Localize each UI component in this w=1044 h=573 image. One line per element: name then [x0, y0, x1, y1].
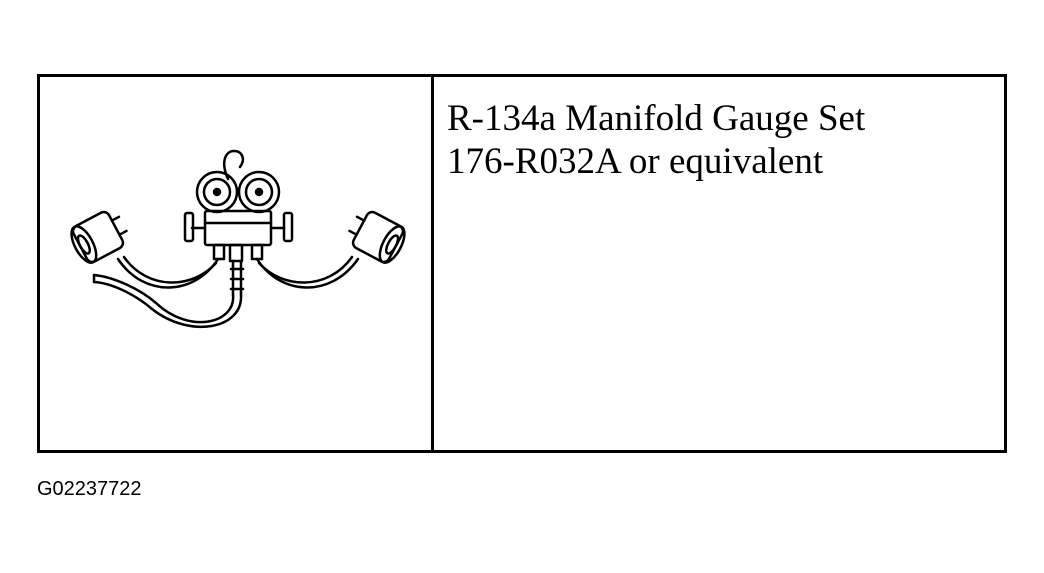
tool-table: R-134a Manifold Gauge Set 176-R032A or e…	[37, 74, 1007, 453]
figure-id: G02237722	[37, 478, 142, 500]
tool-part-number: 176-R032A or equivalent	[447, 141, 824, 182]
tool-name: R-134a Manifold Gauge Set	[447, 98, 866, 139]
tool-description-cell: R-134a Manifold Gauge Set 176-R032A or e…	[434, 77, 1004, 450]
manifold-gauge-set-icon	[70, 149, 406, 329]
tool-image-cell	[40, 77, 434, 450]
